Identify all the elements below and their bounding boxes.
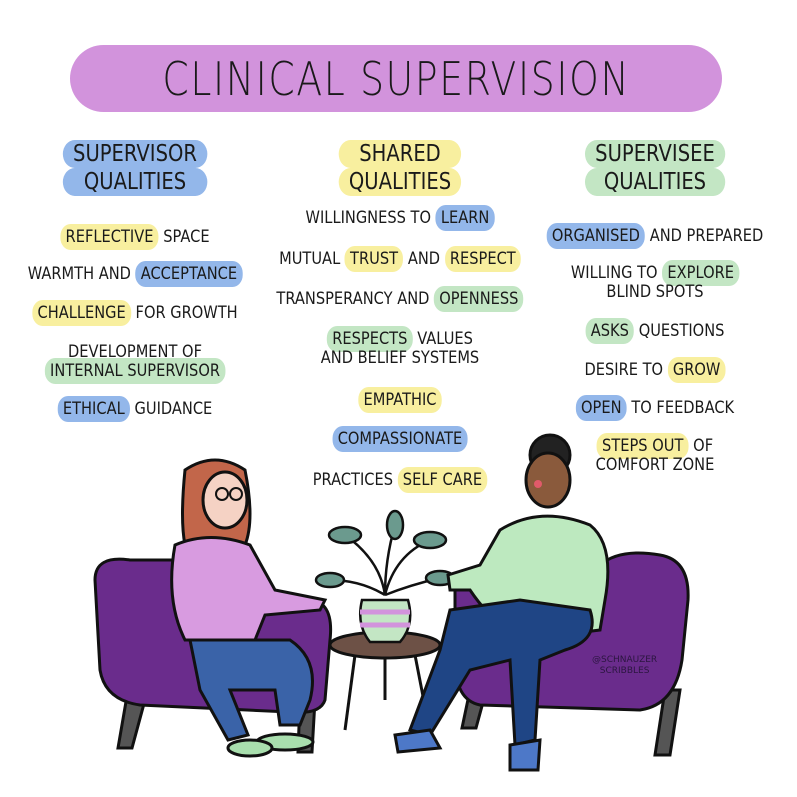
item-text: PRACTICES	[312, 470, 398, 490]
item-text: QUESTIONS	[634, 321, 725, 341]
highlighted-text: EXPLORE	[662, 260, 740, 286]
item-text: VALUES	[412, 329, 473, 349]
highlighted-text: OPENNESS	[434, 286, 524, 312]
item-line: DESIRE TO GROW	[584, 357, 726, 383]
highlighted-text: RESPECT	[444, 246, 521, 272]
shared-quality-item: TRANSPERANCY AND OPENNESS	[276, 286, 524, 312]
item-line: OPEN TO FEEDBACK	[575, 395, 735, 421]
item-text: AND	[403, 249, 445, 269]
item-line: CHALLENGE FOR GROWTH	[32, 300, 238, 326]
supervisee-quality-item: DESIRE TO GROW	[584, 357, 726, 383]
shared-quality-item: EMPATHIC	[358, 387, 442, 413]
highlighted-text: ASKS	[585, 318, 635, 344]
item-line: ASKS QUESTIONS	[585, 318, 725, 344]
item-line: STEPS OUT OF	[596, 433, 715, 459]
item-line: MUTUAL TRUST AND RESPECT	[279, 246, 521, 272]
item-line: WARMTH AND ACCEPTANCE	[27, 261, 243, 287]
item-line: EMPATHIC	[358, 387, 442, 413]
highlighted-text: ACCEPTANCE	[135, 261, 243, 287]
supervisee-figure	[393, 433, 610, 772]
item-text: BLIND SPOTS	[606, 282, 704, 302]
highlighted-text: OPEN	[575, 395, 627, 421]
heading-line: SUPERVISOR	[62, 140, 208, 168]
credit-line: @SCHNAUZER	[592, 655, 658, 665]
item-text: FOR GROWTH	[130, 303, 238, 323]
item-text: TO FEEDBACK	[626, 398, 735, 418]
item-text: SPACE	[158, 227, 210, 247]
highlighted-text: ETHICAL	[57, 396, 130, 422]
item-line: PRACTICES SELF CARE	[312, 467, 488, 493]
item-line: REFLECTIVE SPACE	[60, 224, 210, 250]
supervisee-quality-item: ASKS QUESTIONS	[585, 318, 725, 344]
item-line: COMFORT ZONE	[596, 456, 715, 475]
item-line: COMPASSIONATE	[332, 426, 468, 452]
highlighted-text: COMPASSIONATE	[332, 426, 468, 452]
highlighted-text: INTERNAL SUPERVISOR	[44, 358, 226, 384]
item-line: DEVELOPMENT OF	[45, 343, 225, 362]
item-text: DESIRE TO	[584, 360, 668, 380]
heading-line: QUALITIES	[338, 168, 462, 196]
item-text: AND BELIEF SYSTEMS	[320, 348, 480, 368]
heading-line: QUALITIES	[584, 168, 726, 196]
item-line: ORGANISED AND PREPARED	[546, 223, 764, 249]
highlighted-text: LEARN	[435, 205, 495, 231]
supervisor-figure	[170, 458, 328, 758]
item-text: DEVELOPMENT OF	[68, 342, 202, 362]
highlighted-text: EMPATHIC	[358, 387, 442, 413]
highlighted-text: CHALLENGE	[32, 300, 131, 326]
shared-quality-item: PRACTICES SELF CARE	[312, 467, 488, 493]
item-line: BLIND SPOTS	[571, 283, 739, 302]
credit-line: SCRIBBLES	[599, 666, 650, 676]
shared-quality-item: WILLINGNESS TO LEARN	[305, 205, 495, 231]
supervisor-quality-item: REFLECTIVE SPACE	[60, 224, 210, 250]
title-banner: CLINICAL SUPERVISION	[70, 45, 722, 112]
artist-credit: @SCHNAUZER SCRIBBLES	[592, 655, 657, 677]
item-text: AND PREPARED	[645, 226, 764, 246]
highlighted-text: ORGANISED	[546, 223, 646, 249]
item-line: TRANSPERANCY AND OPENNESS	[276, 286, 524, 312]
shared-quality-item: MUTUAL TRUST AND RESPECT	[279, 246, 521, 272]
supervisee-quality-item: OPEN TO FEEDBACK	[575, 395, 735, 421]
page-title: CLINICAL SUPERVISION	[162, 51, 630, 106]
supervisee-quality-item: ORGANISED AND PREPARED	[546, 223, 764, 249]
item-text: WILLINGNESS TO	[305, 208, 436, 228]
highlighted-text: SELF CARE	[397, 467, 488, 493]
shared-quality-item: COMPASSIONATE	[332, 426, 468, 452]
item-line: WILLING TO EXPLORE	[570, 260, 740, 286]
highlighted-text: TRUST	[344, 246, 404, 272]
item-line: WILLINGNESS TO LEARN	[305, 205, 495, 231]
item-line: AND BELIEF SYSTEMS	[321, 349, 479, 368]
heading-line: SUPERVISEE	[584, 140, 726, 168]
item-text: MUTUAL	[279, 249, 345, 269]
highlighted-text: REFLECTIVE	[60, 224, 159, 250]
item-text: OF	[688, 436, 714, 456]
supervisor-quality-item: WARMTH AND ACCEPTANCE	[27, 261, 243, 287]
item-text: GUIDANCE	[129, 399, 213, 419]
item-line: ETHICAL GUIDANCE	[57, 396, 213, 422]
heading-line: QUALITIES	[62, 168, 208, 196]
item-text: TRANSPERANCY AND	[276, 289, 435, 309]
item-text: WILLING TO	[570, 263, 663, 283]
item-text: WARMTH AND	[27, 264, 136, 284]
highlighted-text: RESPECTS	[327, 326, 413, 352]
item-text: COMFORT ZONE	[595, 455, 715, 475]
heading-line: SHARED	[338, 140, 462, 168]
highlighted-text: GROW	[667, 357, 726, 383]
highlighted-text: STEPS OUT	[596, 433, 689, 459]
supervisor-quality-item: CHALLENGE FOR GROWTH	[32, 300, 238, 326]
item-line: RESPECTS VALUES	[321, 326, 479, 352]
item-line: INTERNAL SUPERVISOR	[44, 358, 226, 384]
supervisor-quality-item: ETHICAL GUIDANCE	[57, 396, 213, 422]
potted-plant	[314, 509, 456, 644]
